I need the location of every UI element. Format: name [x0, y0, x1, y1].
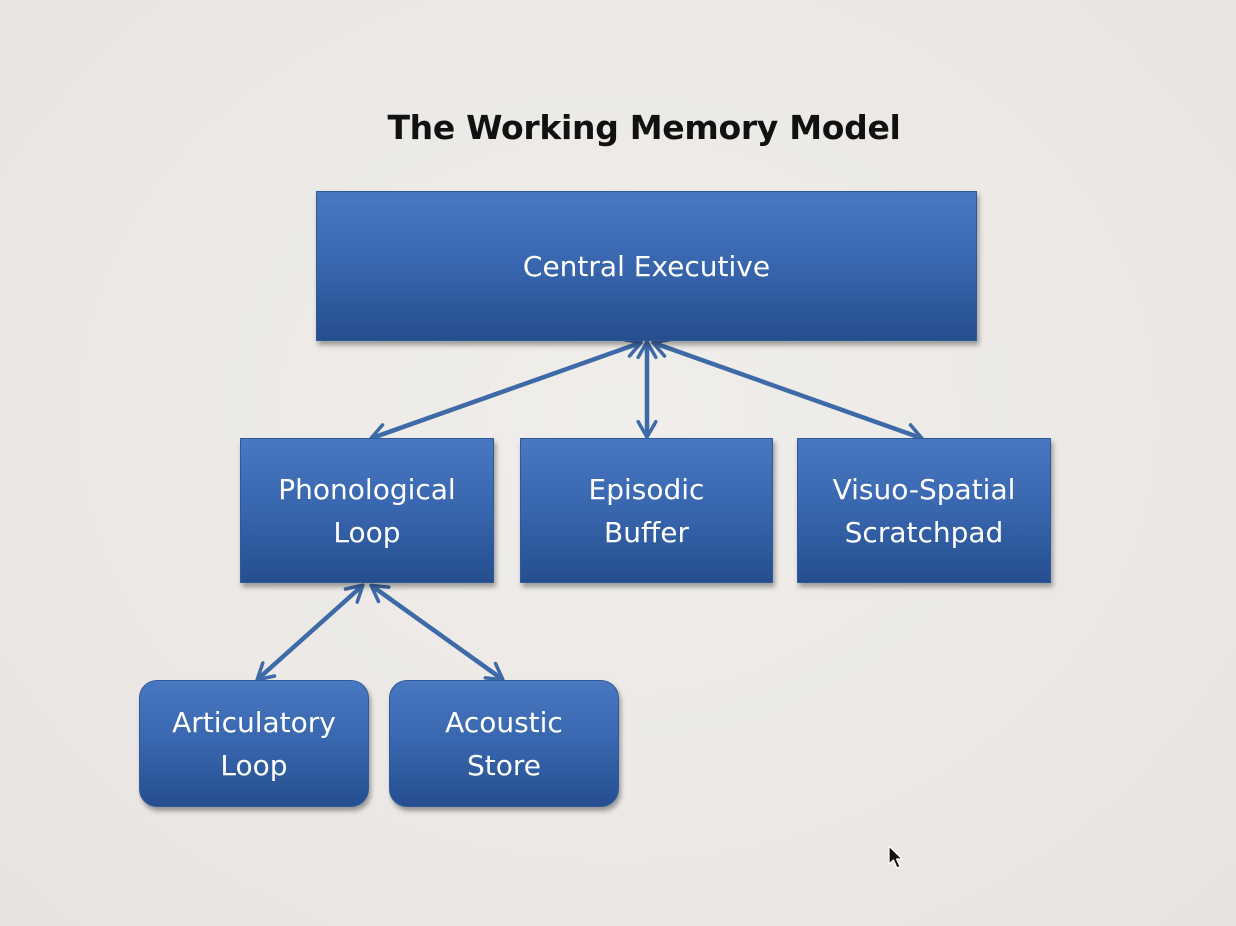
acoustic-store-box: Acoustic Store — [389, 680, 619, 807]
visuo-spatial-scratchpad-label: Visuo-Spatial Scratchpad — [832, 472, 1016, 549]
episodic-buffer-label: Episodic Buffer — [588, 472, 705, 549]
visuo-spatial-scratchpad-box: Visuo-Spatial Scratchpad — [797, 438, 1051, 583]
central-executive-box: Central Executive — [316, 191, 977, 341]
arrow-phonological-articulatory — [255, 583, 365, 682]
mouse-pointer-icon — [888, 845, 903, 869]
central-executive-label: Central Executive — [522, 249, 771, 283]
arrow-executive-visuospatial — [651, 337, 924, 444]
phonological-loop-label: Phonological Loop — [278, 472, 456, 549]
episodic-buffer-box: Episodic Buffer — [520, 438, 773, 583]
acoustic-store-label: Acoustic Store — [445, 705, 563, 782]
articulatory-loop-label: Articulatory Loop — [172, 705, 336, 782]
phonological-loop-box: Phonological Loop — [240, 438, 494, 583]
diagram-title: The Working Memory Model — [387, 108, 901, 147]
articulatory-loop-box: Articulatory Loop — [139, 680, 369, 807]
arrow-executive-phonological — [369, 337, 643, 444]
arrow-phonological-acoustic — [369, 583, 505, 682]
